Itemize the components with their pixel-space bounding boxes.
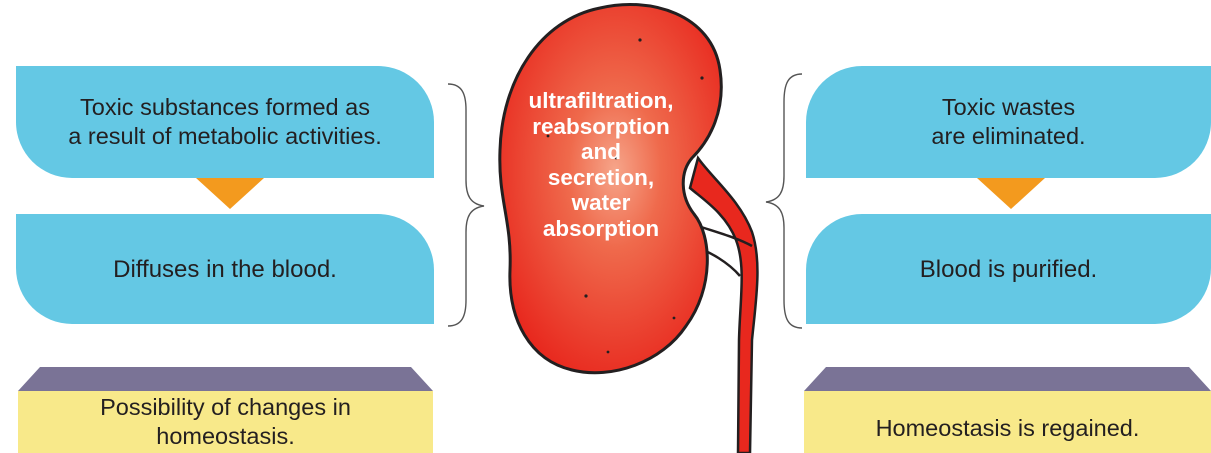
kidney-line: reabsorption bbox=[495, 114, 707, 140]
kidney-line: ultrafiltration, bbox=[495, 88, 707, 114]
right-bottom-box-top bbox=[804, 367, 1211, 391]
left-brace-icon bbox=[440, 80, 490, 330]
left-bottom-box-top bbox=[18, 367, 433, 391]
left-box-toxic-substances-text: Toxic substances formed as a result of m… bbox=[68, 93, 381, 151]
left-box-diffuses-text: Diffuses in the blood. bbox=[113, 255, 337, 284]
right-box-toxic-wastes-text: Toxic wastes are eliminated. bbox=[931, 93, 1085, 151]
left-box-diffuses: Diffuses in the blood. bbox=[16, 214, 434, 324]
right-box-toxic-wastes: Toxic wastes are eliminated. bbox=[806, 66, 1211, 178]
right-box-blood-purified: Blood is purified. bbox=[806, 214, 1211, 324]
right-bottom-box-text: Homeostasis is regained. bbox=[876, 402, 1140, 443]
left-bottom-box-text: Possibility of changes in homeostasis. bbox=[100, 393, 351, 451]
kidney-line: water bbox=[495, 190, 707, 216]
left-bottom-box: Possibility of changes in homeostasis. bbox=[18, 391, 433, 453]
right-box-blood-purified-text: Blood is purified. bbox=[920, 255, 1097, 284]
kidney-line: absorption bbox=[495, 216, 707, 242]
left-box-toxic-substances: Toxic substances formed as a result of m… bbox=[16, 66, 434, 178]
kidney-process-text: ultrafiltration, reabsorption and secret… bbox=[495, 88, 707, 241]
right-arrow-1 bbox=[977, 178, 1045, 209]
right-bottom-box: Homeostasis is regained. bbox=[804, 391, 1211, 453]
kidney-line: secretion, bbox=[495, 165, 707, 191]
kidney-line: and bbox=[495, 139, 707, 165]
left-arrow-1 bbox=[196, 178, 264, 209]
